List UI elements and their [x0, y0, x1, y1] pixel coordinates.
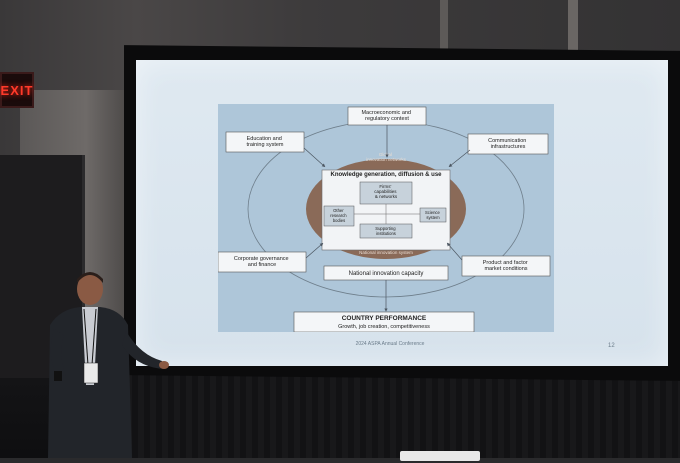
- arrow: [305, 242, 324, 259]
- ceiling-beam: [440, 0, 448, 60]
- product-box: [461, 255, 551, 277]
- ceiling-beam: [568, 0, 578, 58]
- presenter-figure: [48, 272, 169, 458]
- slide-footer: 2024 ASPA Annual Conference: [355, 341, 425, 347]
- arrow: [446, 242, 463, 261]
- podium: [400, 451, 480, 461]
- supporting-label: Supporting institutions: [375, 226, 396, 236]
- presenter-hair: [77, 272, 103, 283]
- science-label: Science system: [425, 210, 441, 220]
- knowledge-title: Knowledge generation, diffusion & use: [330, 172, 442, 178]
- exit-sign: EXIT: [0, 72, 34, 108]
- arrow: [448, 149, 471, 168]
- product-label: Product and factor market conditions: [483, 260, 529, 272]
- performance-subtitle: Growth, job creation, competitiveness: [338, 324, 430, 330]
- communication-label: Communication infrastructures: [488, 138, 528, 150]
- lanyard: [83, 308, 89, 366]
- slide-number: 12: [608, 343, 615, 349]
- slide-diagram: Global innovation networks Knowledge gen…: [217, 104, 554, 333]
- communication-box: [467, 133, 549, 155]
- firms-label: Firms' capabilities & networks: [374, 184, 398, 199]
- national-system-label: National innovation system: [359, 250, 413, 255]
- corporate-box: [217, 251, 307, 273]
- clicker: [54, 371, 62, 381]
- stage-drape: [120, 372, 680, 458]
- arrow: [303, 147, 326, 168]
- performance-title: COUNTRY PERFORMANCE: [342, 315, 427, 322]
- science-box: [419, 207, 447, 223]
- other-research-box: [323, 205, 355, 227]
- exit-sign-text: EXIT: [0, 82, 34, 98]
- corporate-label: Corporate governance and finance: [234, 256, 290, 268]
- education-label: Education and training system: [247, 136, 284, 148]
- other-research-label: Other research bodies: [330, 208, 347, 223]
- capacity-label: National innovation capacity: [349, 271, 424, 277]
- presenter: [40, 265, 170, 458]
- name-badge: [83, 362, 99, 384]
- lanyard: [91, 308, 97, 366]
- innovation-system-diagram: Global innovation networks Knowledge gen…: [217, 106, 551, 333]
- presenter-arm: [122, 331, 164, 369]
- presenter-head: [77, 273, 103, 305]
- presenter-arm: [50, 329, 66, 377]
- macro-label: Macroeconomic and regulatory context: [361, 110, 412, 122]
- education-box: [225, 131, 305, 153]
- presenter-hand: [159, 361, 169, 369]
- global-label: Global innovation networks: [366, 152, 407, 162]
